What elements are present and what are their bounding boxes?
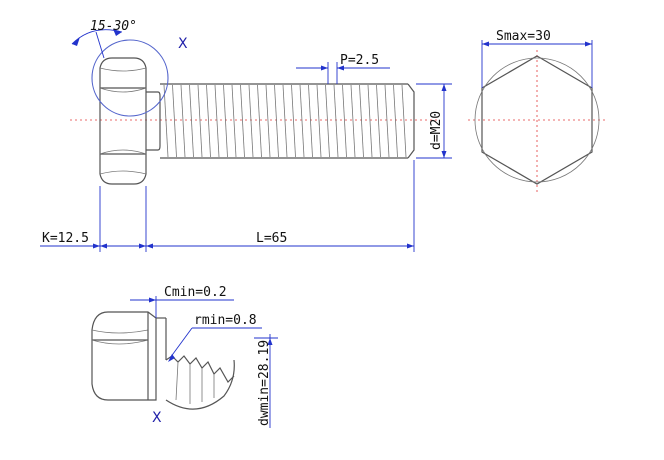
thread-line: [333, 84, 339, 158]
angle-arrow-icon: [72, 37, 80, 46]
thread-line: [240, 84, 245, 158]
thread-lines: [163, 84, 407, 158]
pitch-label: P=2.5: [340, 53, 379, 68]
detail-x-label: X: [178, 36, 188, 52]
thread-line: [376, 84, 381, 158]
thread-line: [231, 84, 237, 158]
thread-line: [274, 84, 279, 158]
thread-line: [265, 84, 271, 158]
detail-x-caption: X: [152, 410, 162, 426]
angle-label: 15-30°: [90, 19, 137, 34]
thread-line: [248, 84, 254, 158]
thread-line: [325, 84, 330, 158]
thread-line: [291, 84, 296, 158]
thread-line: [172, 84, 177, 158]
bolt-shank: [146, 83, 415, 159]
detail-head-outline: [91, 311, 157, 401]
fillet-radius-label: rmin=0.8: [194, 313, 257, 328]
thread-line: [350, 84, 356, 158]
detail-thread-profile: [165, 355, 235, 383]
bolt-end-view: Smax=30: [468, 29, 606, 192]
thread-line: [282, 84, 288, 158]
angle-arrow-icon: [113, 29, 122, 36]
thread-line: [401, 84, 407, 158]
width-across-flats-label: Smax=30: [496, 29, 551, 44]
thread-line: [359, 84, 364, 158]
thread-line: [197, 84, 203, 158]
thread-line: [257, 84, 262, 158]
thread-line: [163, 84, 169, 158]
thread-line: [367, 84, 373, 158]
thread-line: [308, 84, 313, 158]
thread-line: [206, 84, 211, 158]
diameter-label: d=M20: [429, 111, 444, 150]
detail-x-view: Cmin=0.2 rmin=0.8 dwmin=28.19 X: [91, 285, 278, 428]
thread-line: [180, 84, 186, 158]
length-label: L=65: [256, 231, 287, 246]
thread-line: [299, 84, 305, 158]
bolt-head: [99, 57, 147, 185]
thread-line: [223, 84, 228, 158]
thread-line: [342, 84, 347, 158]
bearing-diameter-label: dwmin=28.19: [257, 340, 272, 426]
bolt-side-view: X 15-30° P=2.5 d=M20: [40, 19, 452, 252]
thread-line: [214, 84, 220, 158]
thread-line: [316, 84, 322, 158]
width-across-flats-dimension: Smax=30: [481, 29, 593, 88]
hex-chamfer-circle: [474, 57, 600, 183]
length-dimension: K=12.5 L=65: [40, 160, 415, 252]
chamfer-label: Cmin=0.2: [164, 285, 227, 300]
detail-x-circle: [91, 39, 169, 117]
thread-line: [393, 84, 398, 158]
thread-line: [189, 84, 194, 158]
head-height-label: K=12.5: [42, 231, 89, 246]
diameter-dimension: d=M20: [416, 83, 452, 159]
pitch-dimension: P=2.5: [296, 53, 390, 84]
thread-line: [384, 84, 390, 158]
